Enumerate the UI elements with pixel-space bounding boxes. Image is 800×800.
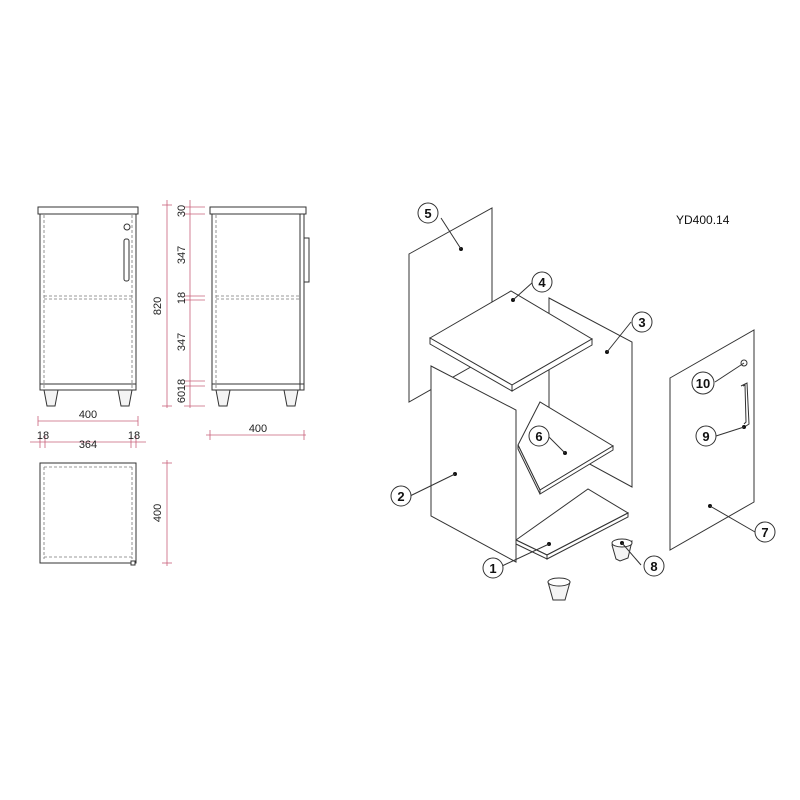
callout-4: 4 (531, 271, 553, 293)
exploded-view (408, 207, 756, 601)
svg-text:9: 9 (702, 429, 709, 444)
front-door-handle (123, 238, 130, 282)
front-lock (123, 223, 131, 231)
callout-5: 5 (417, 202, 439, 224)
side-door-handle (303, 237, 310, 283)
front-top-slab (37, 206, 139, 215)
part-left-side-panel (430, 365, 517, 563)
front-right-foot (117, 389, 133, 407)
callout-6: 6 (528, 425, 550, 447)
callout-3: 3 (631, 311, 653, 333)
side-body (211, 213, 305, 391)
svg-text:5: 5 (424, 206, 431, 221)
svg-text:4: 4 (538, 275, 546, 290)
vertical-dimensions: 820 30 347 18 347 18 60 (152, 200, 205, 408)
shelf-thickness-label: 18 (176, 292, 188, 304)
part-foot-left (547, 577, 571, 601)
callouts: 5 4 3 6 2 1 10 9 (390, 202, 776, 579)
svg-text:7: 7 (761, 525, 768, 540)
svg-text:3: 3 (638, 315, 645, 330)
front-view: 400 18 364 18 (30, 206, 146, 451)
bottom-thickness-label: 18 (176, 379, 188, 391)
svg-text:8: 8 (650, 559, 657, 574)
inner-width-label: 364 (79, 439, 97, 451)
callout-1: 1 (482, 557, 504, 579)
side-right-foot (283, 389, 299, 407)
callout-10: 10 (691, 371, 715, 395)
callout-7: 7 (754, 521, 776, 543)
front-width-label: 400 (79, 409, 97, 421)
svg-text:6: 6 (535, 429, 542, 444)
part-door-handle (740, 382, 750, 429)
callout-8: 8 (643, 555, 665, 577)
svg-text:2: 2 (397, 489, 404, 504)
top-view-depth-label: 400 (152, 504, 164, 522)
svg-text:10: 10 (696, 376, 710, 391)
upper-compartment-label: 347 (176, 246, 188, 264)
callout-9: 9 (695, 425, 717, 447)
total-height-label: 820 (152, 297, 164, 315)
front-body (39, 213, 137, 391)
top-view: 400 (39, 460, 172, 566)
top-thickness-label: 30 (176, 205, 188, 217)
lower-compartment-label: 347 (176, 333, 188, 351)
foot-height-label: 60 (176, 391, 188, 403)
model-code: YD400.14 (676, 213, 730, 227)
right-panel-thickness-label: 18 (128, 430, 140, 442)
front-left-foot (43, 389, 59, 407)
side-depth-label: 400 (249, 423, 267, 435)
side-left-foot (215, 389, 231, 407)
top-view-outline (39, 462, 137, 564)
callout-2: 2 (390, 485, 412, 507)
side-view: 400 (206, 206, 310, 440)
svg-text:1: 1 (489, 561, 496, 576)
part-foot-right (611, 538, 633, 562)
side-top-slab (209, 206, 307, 215)
left-panel-thickness-label: 18 (37, 430, 49, 442)
